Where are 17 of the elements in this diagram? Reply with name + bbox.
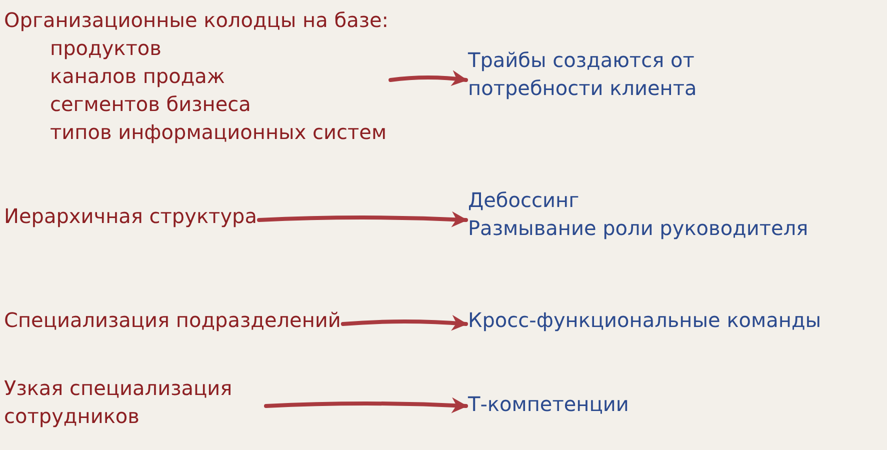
list-item: продуктов — [50, 35, 162, 62]
list-item: сегментов бизнеса — [50, 91, 251, 118]
problem-text: Специализация подразделений — [4, 307, 341, 334]
problem-text: Организационные колодцы на базе: — [4, 7, 389, 34]
arrow — [388, 70, 468, 86]
arrow — [264, 397, 468, 414]
solution-text: Трайбы создаются от потребности клиента — [468, 47, 698, 102]
solution-text: Размывание роли руководителя — [468, 215, 808, 242]
arrow — [256, 211, 468, 228]
solution-text: Кросс-функциональные команды — [468, 307, 822, 334]
problem-text: Иерархичная структура — [4, 203, 257, 230]
arrow — [340, 314, 468, 331]
solution-text: Т-компетенции — [468, 391, 629, 418]
list-item: типов информационных систем — [50, 119, 387, 146]
list-item: каналов продаж — [50, 63, 225, 90]
problem-text: Узкая специализация сотрудников — [4, 375, 234, 430]
solution-text: Дебоссинг — [468, 187, 580, 214]
